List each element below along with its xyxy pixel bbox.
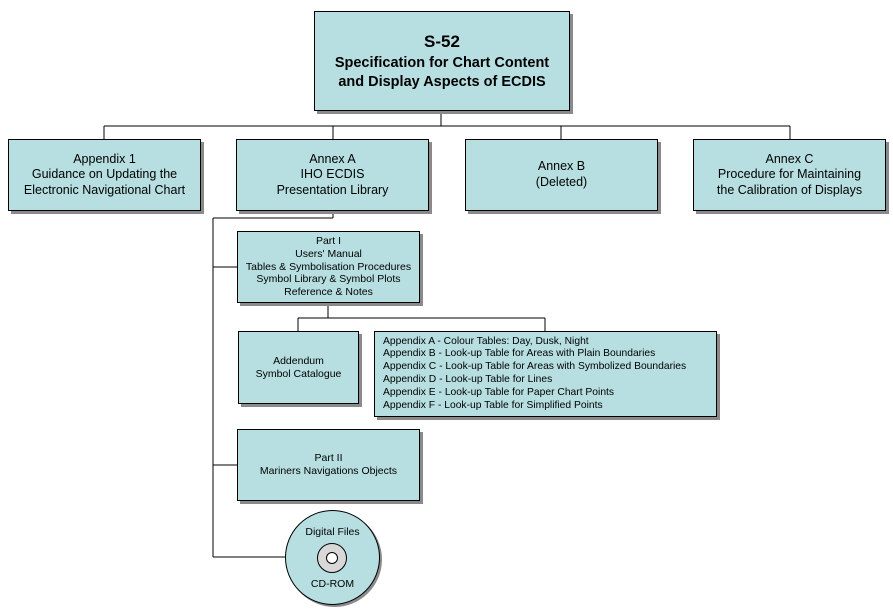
cd-bottom-label: CD-ROM [310,578,355,590]
appendix1-box: Appendix 1 Guidance on Updating the Elec… [8,139,201,211]
appendix-a-item: Appendix A - Colour Tables: Day, Dusk, N… [383,335,589,347]
appendix-e-item: Appendix E - Look-up Table for Paper Cha… [383,386,615,398]
appendix1-line3: Electronic Navigational Chart [23,182,186,197]
appendix-d-item: Appendix D - Look-up Table for Lines [383,374,553,385]
appendix-b-item: Appendix B - Look-up Table for Areas wit… [383,348,656,360]
addendum-box: Addendum Symbol Catalogue [238,331,359,404]
annex-a-box: Annex A IHO ECDIS Presentation Library [236,139,429,211]
appendix-c-item: Appendix C - Look-up Table for Areas wit… [383,361,687,373]
root-code: S-52 [424,31,460,51]
root-title-line2: and Display Aspects of ECDIS [338,73,546,90]
annex-c-line3: the Calibration of Displays [716,182,863,197]
part2-line1: Part II [314,452,343,465]
cd-center-hole-icon [326,552,338,564]
addendum-line1: Addendum [273,354,324,367]
annex-c-line2: Procedure for Maintaining [717,167,862,182]
addendum-line2: Symbol Catalogue [255,367,342,380]
appendix1-line1: Appendix 1 [73,151,136,166]
part1-line3: Tables & Symbolisation Procedures [245,260,412,273]
part1-line1: Part I [315,234,342,247]
s52-root-box: S-52 Specification for Chart Content and… [314,11,570,111]
part1-line4: Symbol Library & Symbol Plots [256,273,401,286]
annex-c-line1: Annex C [765,151,814,166]
annex-b-line2: (Deleted) [535,175,588,189]
part1-line5: Reference & Notes [284,286,373,299]
annex-b-box: Annex B (Deleted) [465,139,658,211]
annex-a-line3: Presentation Library [276,182,389,197]
annex-a-line1: Annex A [309,151,356,166]
annex-b-line1: Annex B [537,159,586,174]
part1-box: Part I Users' Manual Tables & Symbolisat… [237,231,420,303]
annex-c-box: Annex C Procedure for Maintaining the Ca… [693,139,886,211]
annex-a-line2: IHO ECDIS [300,167,365,182]
cd-top-label: Digital Files [305,526,360,538]
part2-line2: Mariners Navigations Objects [259,465,398,477]
appendix1-line2: Guidance on Updating the [31,167,178,182]
root-title-line1: Specification for Chart Content [334,54,550,71]
part1-line2: Users' Manual [295,247,362,260]
appendices-box: Appendix A - Colour Tables: Day, Dusk, N… [374,331,717,417]
part2-box: Part II Mariners Navigations Objects [237,429,420,501]
appendix-f-item: Appendix F - Look-up Table for Simplifie… [383,399,603,411]
